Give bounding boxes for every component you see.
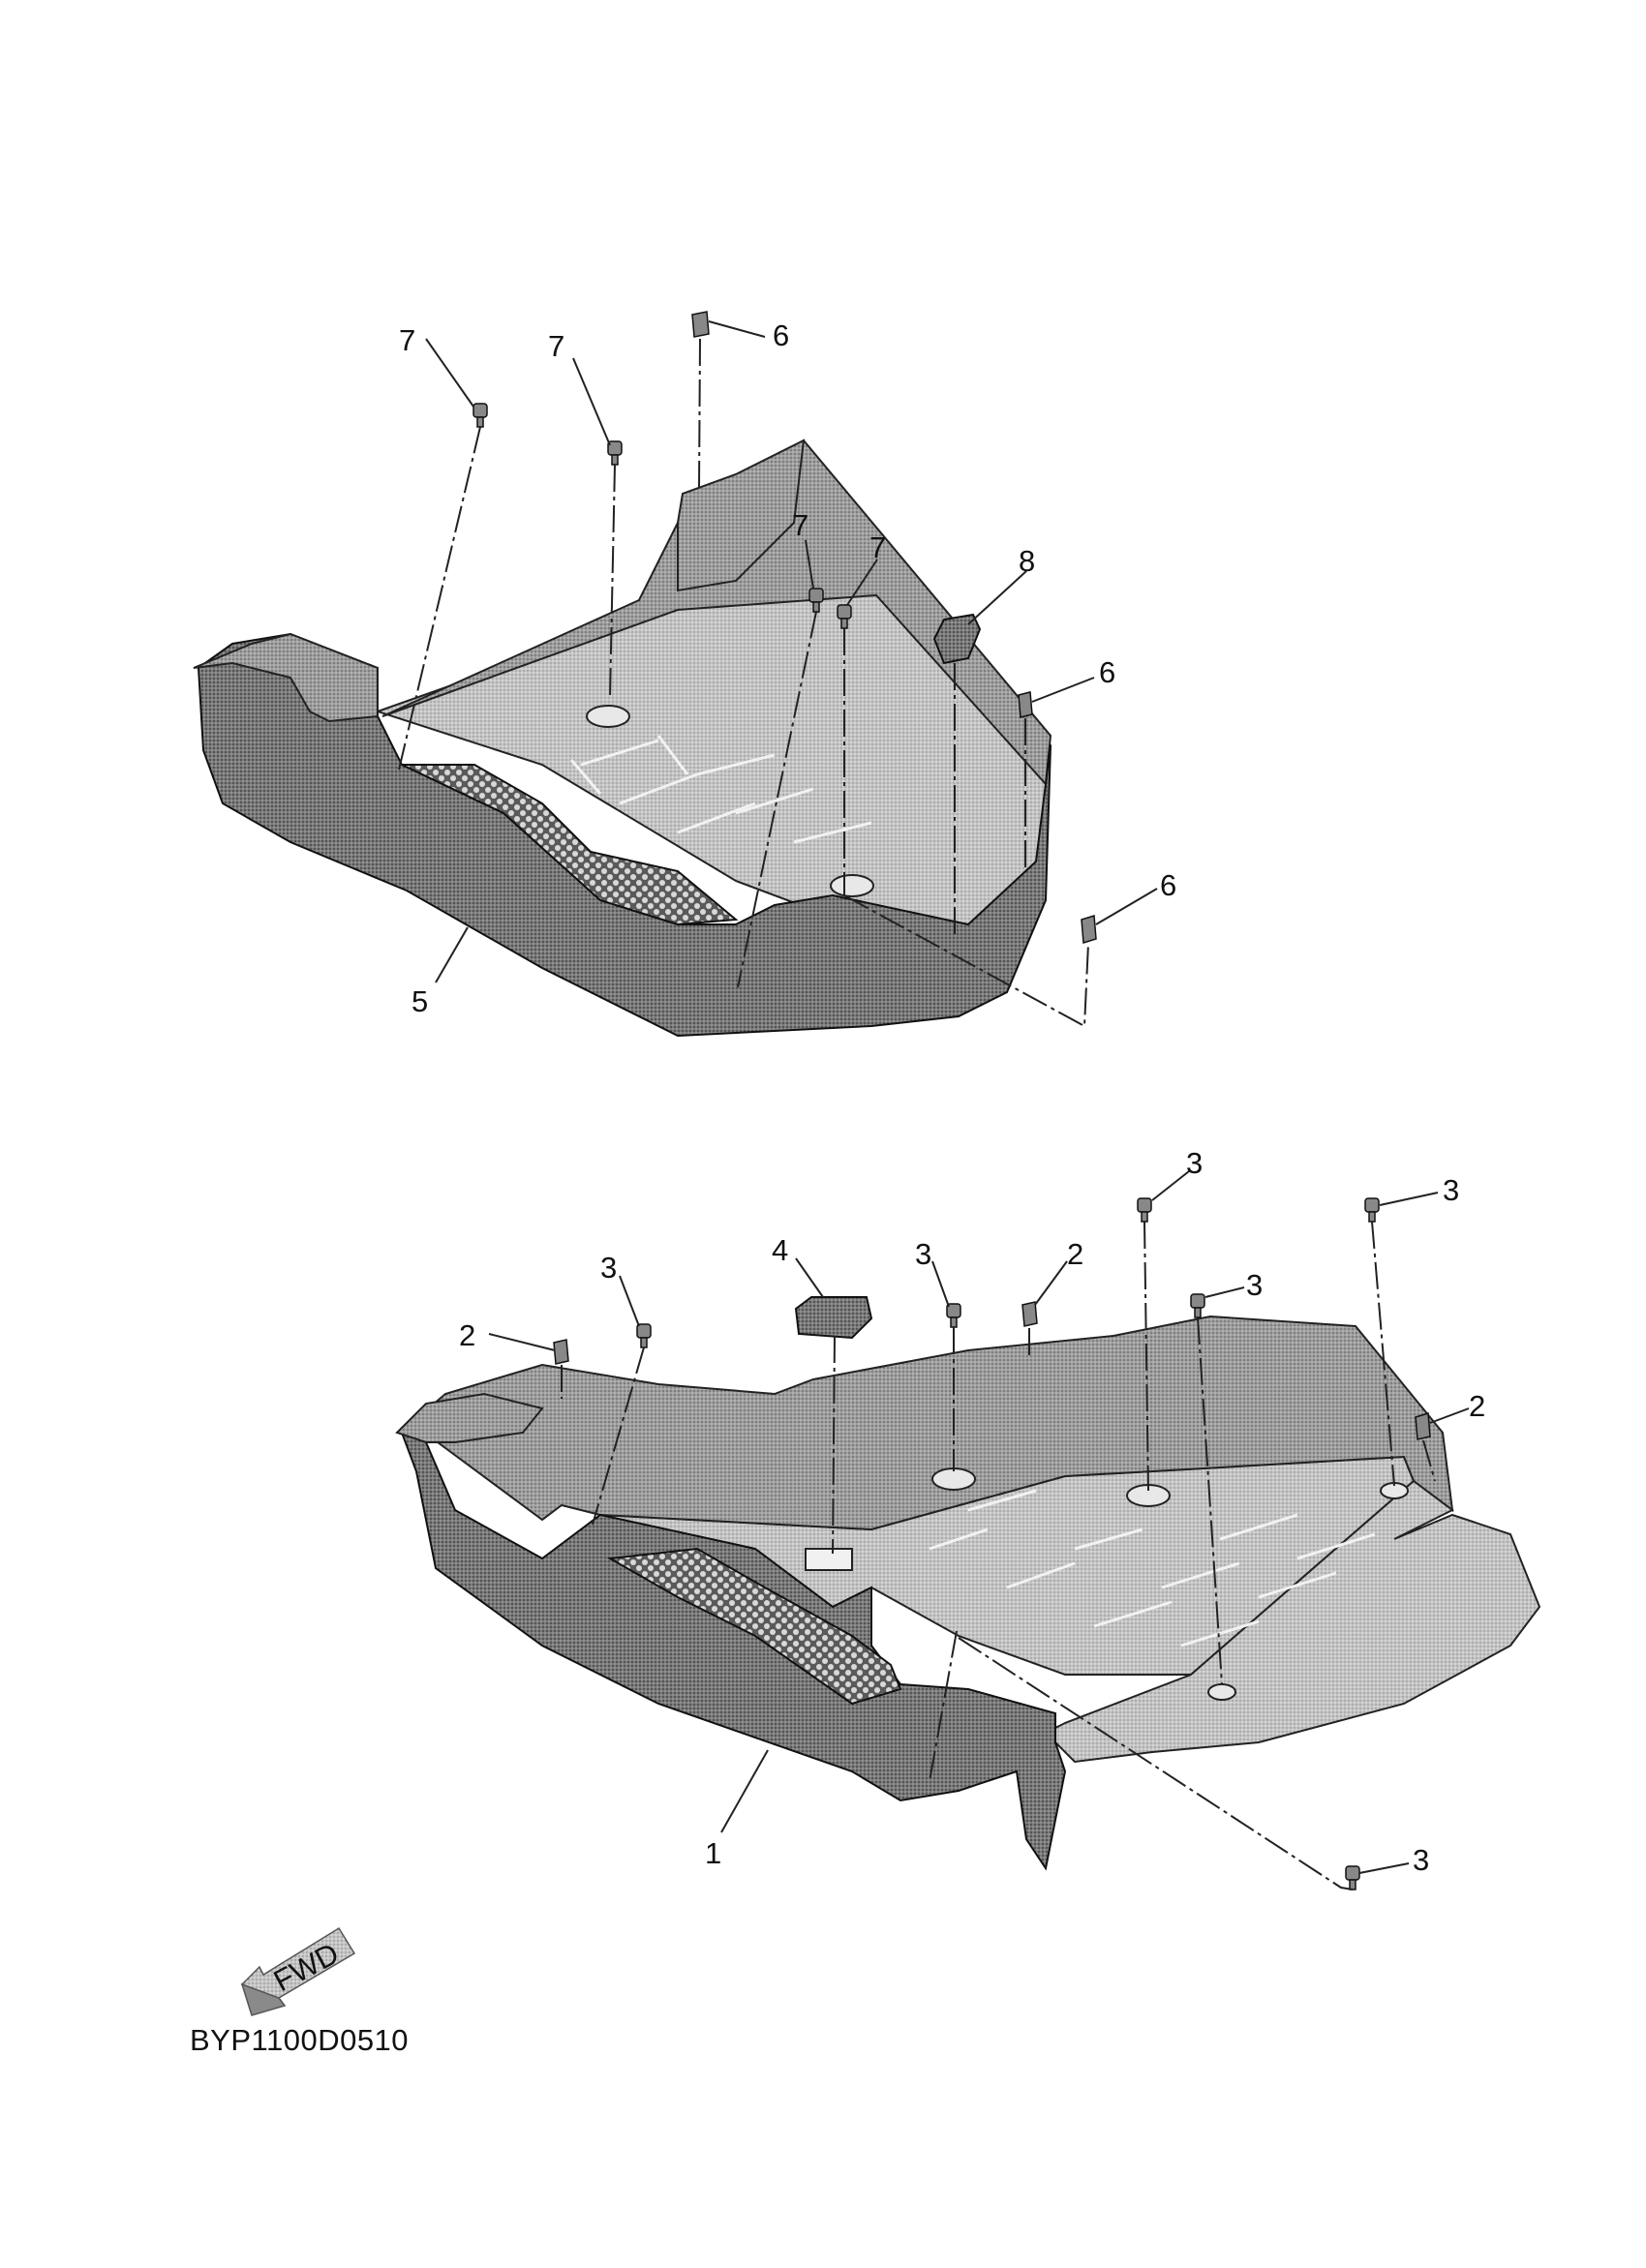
- part-3-bolt-b: [946, 1303, 961, 1328]
- part-3-bolt-d: [1190, 1293, 1205, 1318]
- callout-7-c: 7: [792, 508, 808, 542]
- callout-7-a: 7: [399, 323, 415, 357]
- callout-2-a: 2: [459, 1318, 475, 1352]
- part-2-nut-a: [553, 1339, 569, 1365]
- part-5-rear-flap: [677, 438, 806, 592]
- callout-6-b: 6: [1099, 655, 1115, 689]
- part-1-outer-wall: [400, 1431, 1067, 1871]
- part-1-floor-panel: [395, 1315, 1541, 1871]
- part-2-nut-b: [1021, 1301, 1038, 1327]
- fwd-arrow-icon: FWD: [240, 1926, 356, 2016]
- part-3-bolt-f: [1345, 1865, 1360, 1890]
- callout-3-a: 3: [600, 1251, 617, 1285]
- callout-7-d: 7: [869, 530, 886, 564]
- part-5-front-lip: [193, 632, 379, 723]
- callout-3-f: 3: [1413, 1843, 1429, 1877]
- callout-2-b: 2: [1067, 1237, 1083, 1271]
- part-1-footrest-mesh: [606, 1547, 902, 1706]
- part-7-bolt-a: [472, 403, 488, 428]
- part-6-nut-b: [1018, 691, 1033, 718]
- callout-5: 5: [412, 984, 428, 1018]
- part-3-bolt-c: [1137, 1197, 1152, 1223]
- callout-6-a: 6: [773, 318, 789, 352]
- callout-3-e: 3: [1443, 1173, 1459, 1207]
- part-1-back-wall: [410, 1315, 1454, 1531]
- callout-3-d: 3: [1246, 1268, 1263, 1302]
- part-4-plate: [794, 1296, 873, 1340]
- part-5-floor-panel: [193, 438, 1052, 1038]
- part-5-outer-wall: [197, 632, 1052, 1038]
- part-6-nut-c: [1081, 915, 1097, 944]
- callout-7-b: 7: [548, 329, 564, 363]
- callout-4: 4: [772, 1233, 788, 1267]
- part-8-plate: [932, 613, 982, 665]
- callout-6-c: 6: [1160, 868, 1176, 902]
- diagram-reference-code: BYP1100D0510: [190, 2023, 410, 2057]
- part-3-bolt-a: [636, 1323, 652, 1348]
- callout-3-b: 3: [915, 1237, 931, 1271]
- callout-1: 1: [705, 1836, 721, 1870]
- part-6-nut-a: [691, 311, 710, 338]
- part-7-bolt-c: [808, 588, 824, 613]
- part-7-bolt-d: [837, 604, 852, 629]
- callout-2-c: 2: [1469, 1389, 1485, 1423]
- part-3-bolt-e: [1364, 1197, 1380, 1223]
- part-2-nut-c: [1415, 1412, 1431, 1440]
- callout-8: 8: [1019, 544, 1035, 578]
- part-5-footrest-mesh: [401, 764, 739, 926]
- part-1-front-lip: [395, 1392, 544, 1443]
- fwd-label: FWD: [268, 1936, 345, 1998]
- callout-3-c: 3: [1186, 1146, 1203, 1180]
